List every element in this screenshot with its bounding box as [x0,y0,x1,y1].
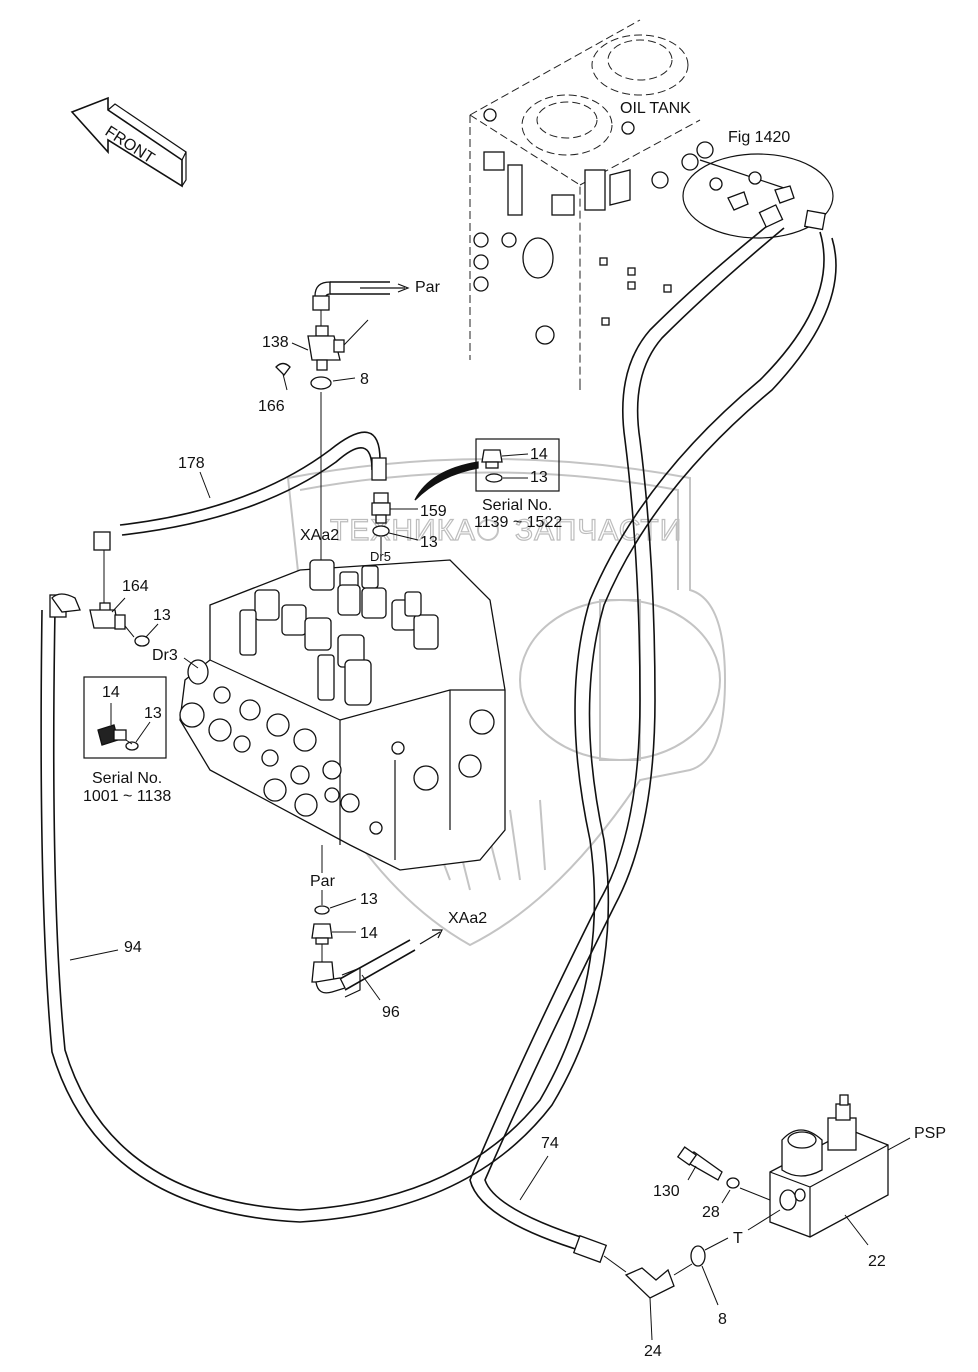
callout-labels: Par 138 166 8 178 159 13 XAa2 Dr5 14 13 … [83,279,946,1360]
inset-lower-serial-label: Serial No. [92,770,162,787]
callout-178: 178 [178,455,205,472]
plug-166 [275,362,291,376]
oil-tank: OIL TANK [469,19,714,390]
port-xaa2-left: XAa2 [300,527,339,544]
hose-par-top [330,281,390,295]
callout-28: 28 [702,1204,720,1221]
port-dr3: Dr3 [152,647,178,664]
inset-serial-1139-1522 [475,438,560,492]
callout-24: 24 [644,1343,662,1360]
watermark-text-right: ЗАПЧАСТИ [515,514,682,547]
o-ring-8-top [310,376,332,390]
callout-13-dr3: 13 [153,607,171,624]
callout-13-bottom: 13 [360,891,378,908]
elbow-24 [603,1237,729,1341]
gear-icon [477,519,499,541]
inset-upper-item-13: 13 [530,469,548,486]
callout-8-bottom: 8 [718,1311,727,1328]
port-psp: PSP [914,1125,946,1142]
port-xaa2-bottom: XAa2 [448,910,487,927]
inset-serial-1001-1138 [83,676,167,759]
callout-13-dr5: 13 [420,534,438,551]
hose-96 [337,939,416,991]
callout-94: 94 [124,939,142,956]
hose-74 [469,221,773,1253]
valve-block-22 [739,1094,911,1246]
callout-22: 22 [868,1253,886,1270]
port-t: T [733,1230,743,1247]
inset-upper-item-14: 14 [530,446,548,463]
port-par-top: Par [415,279,441,296]
callout-166: 166 [258,398,285,415]
hoses [40,204,837,1264]
callout-138: 138 [262,334,289,351]
inset-lower-item-14: 14 [102,684,120,701]
control-valve [179,559,506,871]
fitting-159 [371,461,479,555]
callout-159: 159 [420,503,447,520]
tee-fitting-164 [89,550,159,647]
callout-14-bottom: 14 [360,925,378,942]
callout-130: 130 [653,1183,680,1200]
watermark: ТЕХНИКА ЗАПЧАСТИ [268,458,727,947]
port-dr5: Dr5 [370,549,391,564]
inset-lower-serial-range: 1001 ~ 1138 [83,788,171,805]
tee-fitting-138 [275,281,410,560]
bottom-par-fittings [311,845,443,1001]
bolt-and-washer [676,1146,740,1204]
callout-74: 74 [541,1135,559,1152]
inset-upper-serial-label: Serial No. [482,497,552,514]
callout-96: 96 [382,1004,400,1021]
callout-8-top: 8 [360,371,369,388]
callout-164: 164 [122,578,149,595]
fig-1420-detail: Fig 1420 [682,129,834,239]
front-arrow: FRONT [70,96,187,188]
oil-tank-label: OIL TANK [620,100,691,117]
watermark-text-left: ТЕХНИКА [330,514,476,547]
hose-94 [52,231,825,1211]
inset-upper-serial-range: 1139 ~ 1522 [474,514,562,531]
hose-178 [119,431,381,526]
port-par-bottom: Par [310,873,336,890]
inset-lower-item-13: 13 [144,705,162,722]
fig-1420-label: Fig 1420 [728,129,790,146]
valve-spools [239,559,439,706]
valve-ports [179,686,495,835]
